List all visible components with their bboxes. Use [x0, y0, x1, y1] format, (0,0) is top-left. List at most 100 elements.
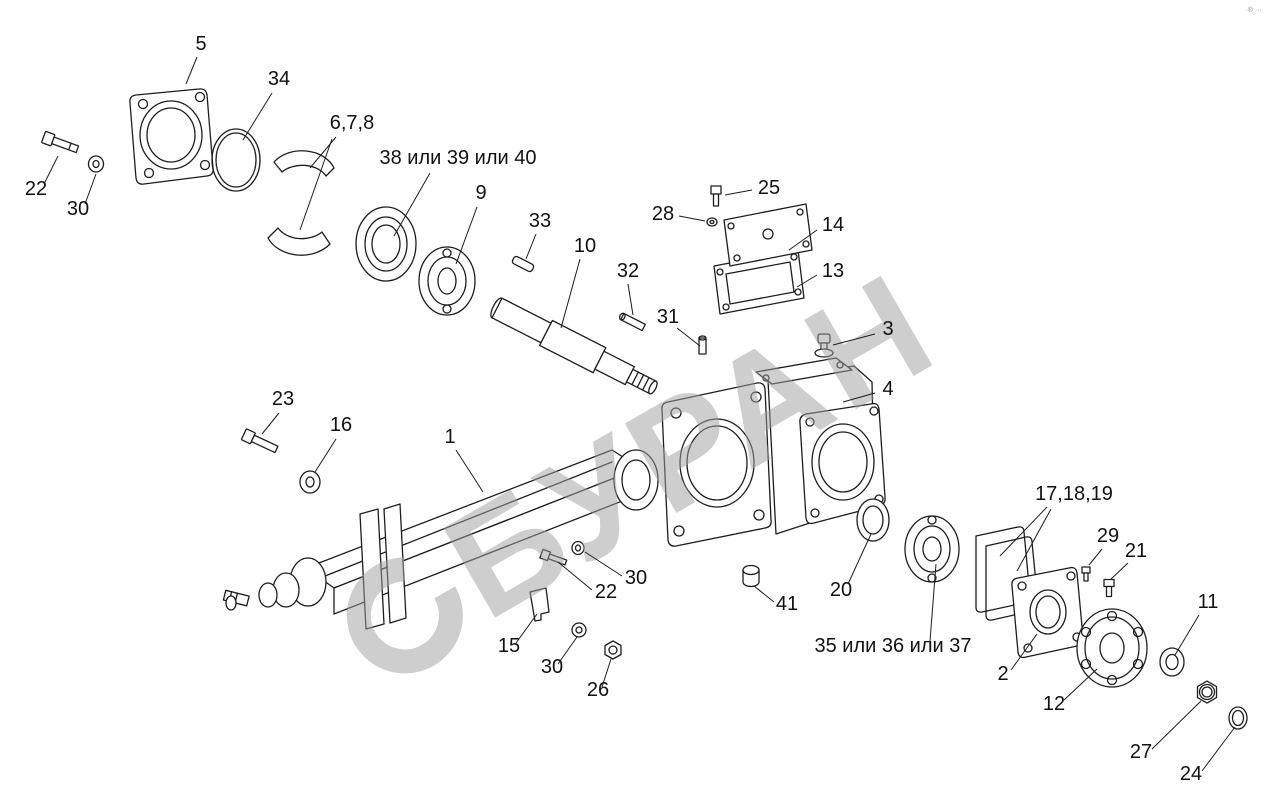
callout-33: 33 [529, 210, 551, 232]
part-hub-12 [1076, 608, 1148, 688]
leader-line-12 [1063, 668, 1098, 701]
part-bearing-35-37 [904, 515, 960, 583]
callout-14: 14 [822, 214, 844, 236]
leader-line-23 [261, 412, 280, 435]
leader-line-14 [788, 229, 818, 251]
part-flange-2 [1011, 566, 1084, 659]
callout-32: 32 [617, 260, 639, 282]
part-washer-28 [706, 217, 718, 227]
callout-26: 26 [587, 679, 609, 701]
part-flange-plate-5 [129, 88, 214, 185]
leader-line-15 [515, 613, 538, 644]
part-oring-34 [211, 128, 261, 192]
leader-line-30 [557, 636, 578, 665]
leader-line-6-7-8 [309, 136, 337, 169]
callout-28: 28 [652, 203, 674, 225]
callout-6-7-8: 6,7,8 [330, 112, 374, 134]
leader-line-10 [560, 258, 581, 329]
callout-1: 1 [444, 426, 455, 448]
callout-16: 16 [330, 414, 352, 436]
part-washer-11 [1159, 647, 1185, 677]
part-shaft-10 [490, 297, 658, 395]
callout-17-18-19: 17,18,19 [1035, 483, 1113, 505]
part-bolt-23 [240, 428, 279, 454]
leader-line-4 [842, 392, 876, 403]
callout-23: 23 [272, 388, 294, 410]
part-housing-4 [661, 357, 886, 547]
callout-24: 24 [1180, 763, 1202, 785]
leader-line-22 [43, 155, 59, 185]
leader-line-30 [584, 551, 623, 577]
part-ring-24 [1228, 706, 1248, 730]
part-bolt-25 [710, 185, 722, 207]
callout-12: 12 [1043, 693, 1065, 715]
part-bolt-21 [1103, 578, 1115, 598]
part-key-33 [511, 255, 535, 273]
callout-25: 25 [758, 177, 780, 199]
part-bolt-29 [1081, 566, 1091, 582]
callout-31: 31 [657, 306, 679, 328]
leader-line-34 [242, 92, 273, 141]
leader-line-9 [455, 206, 478, 265]
part-bolt-22-top [41, 130, 80, 154]
callout-22: 22 [595, 581, 617, 603]
part-bearing-38-40 [355, 206, 417, 282]
part-seal-20 [856, 498, 890, 542]
part-nut-26 [604, 640, 622, 660]
leader-line-26 [601, 658, 612, 688]
leader-line-16 [314, 438, 337, 473]
corner-mark: ·® ··· [1246, 6, 1262, 14]
leader-line-5 [185, 56, 198, 85]
leader-line-31 [676, 327, 701, 347]
callout-11: 11 [1198, 591, 1219, 613]
part-stud-31 [698, 335, 707, 355]
part-pin-32 [618, 312, 646, 332]
leader-line-24 [1201, 726, 1236, 772]
part-cover-14 [723, 203, 813, 267]
callout-10: 10 [574, 235, 596, 257]
leader-line-20 [847, 533, 872, 585]
leader-line-38-или-39-или-40 [393, 172, 431, 237]
callout-4: 4 [882, 378, 893, 400]
callout-38-или-39-или-40: 38 или 39 или 40 [380, 147, 537, 169]
leader-line-22 [557, 561, 593, 591]
callout-20: 20 [830, 579, 852, 601]
leader-line-27 [1151, 700, 1202, 750]
part-washer-30-top [87, 155, 105, 173]
callout-9: 9 [475, 182, 486, 204]
part-lock-plate-15 [529, 587, 550, 622]
leader-lines [43, 56, 1236, 772]
leader-line-6-7-8 [299, 138, 333, 231]
callout-34: 34 [268, 68, 290, 90]
callout-5: 5 [195, 33, 206, 55]
part-breather-3 [814, 333, 834, 358]
part-nut-27 [1196, 680, 1218, 704]
callout-30: 30 [541, 656, 563, 678]
leader-line-33 [525, 233, 537, 260]
leader-line-41 [753, 585, 775, 603]
leader-line-35-или-36-или-37 [929, 563, 937, 642]
callout-30: 30 [67, 198, 89, 220]
leader-line-30 [84, 173, 97, 205]
callout-21: 21 [1125, 540, 1147, 562]
callout-27: 27 [1130, 741, 1152, 763]
callout-41: 41 [776, 593, 798, 615]
leader-line-28 [678, 215, 706, 222]
leader-line-11 [1174, 614, 1200, 656]
callout-2: 2 [997, 663, 1008, 685]
leader-line-13 [796, 274, 818, 288]
part-washer-30-mid [571, 540, 585, 556]
callout-15: 15 [498, 635, 520, 657]
leader-line-2 [1010, 633, 1038, 671]
callout-30: 30 [625, 567, 647, 589]
leader-line-21 [1110, 562, 1129, 580]
callout-29: 29 [1097, 525, 1119, 547]
part-plug-41 [742, 564, 760, 588]
part-washer-16 [299, 470, 321, 494]
callout-35-или-36-или-37: 35 или 36 или 37 [815, 635, 972, 657]
part-bolt-22-mid [539, 548, 568, 566]
